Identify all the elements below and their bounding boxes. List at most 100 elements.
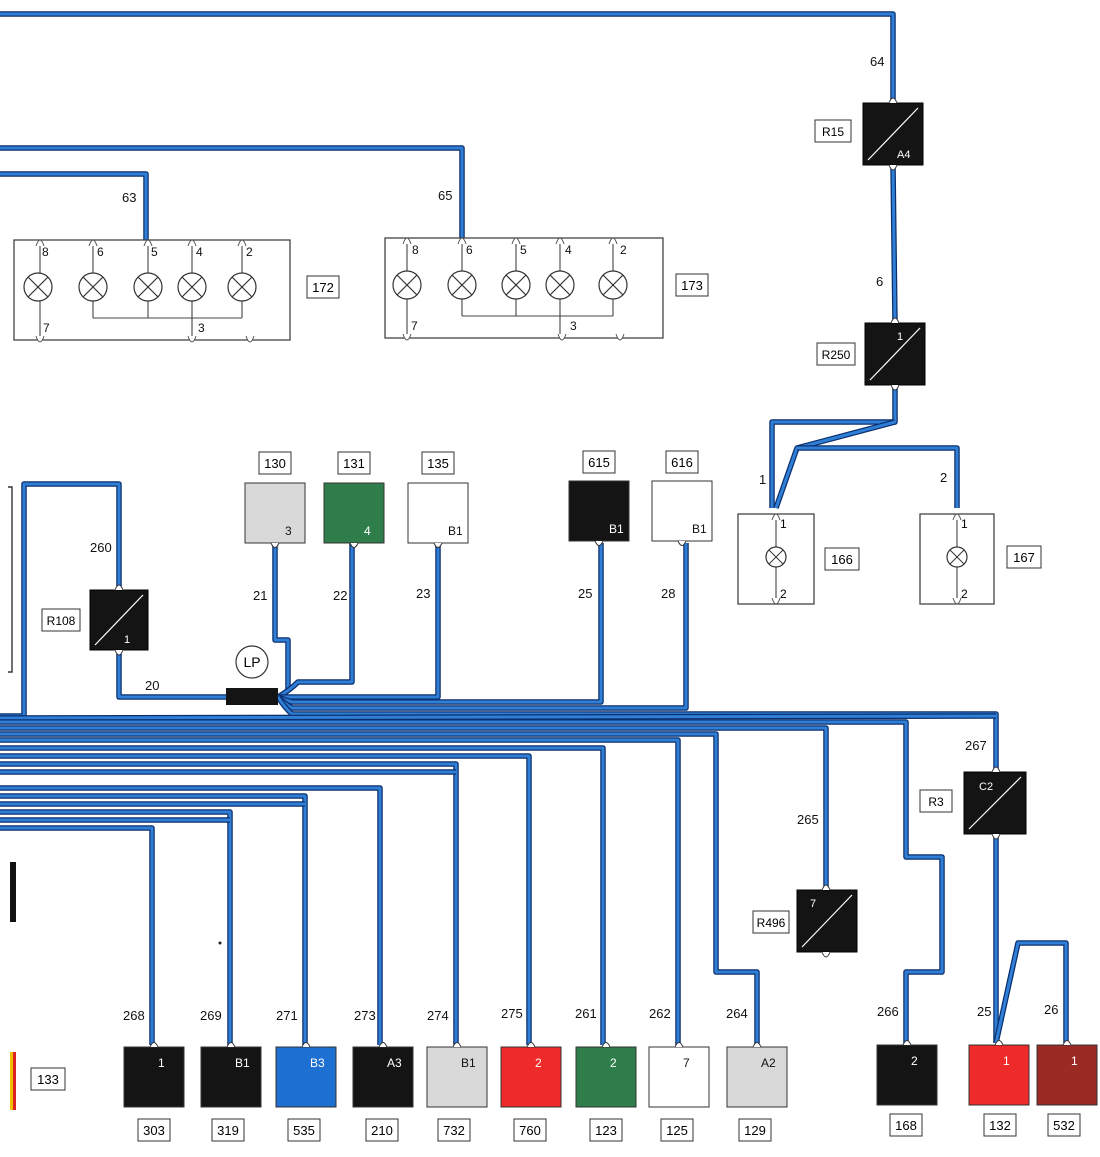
relay-r108: 1 R108 bbox=[41, 584, 149, 656]
splice-lp-label: LP bbox=[243, 654, 260, 670]
bottom-connector-535-pin: B3 bbox=[310, 1056, 325, 1070]
lamp-icon bbox=[227, 272, 257, 302]
bottom-connector-123-pin: 2 bbox=[610, 1056, 617, 1070]
lamp-173-pin-4: 4 bbox=[565, 243, 572, 257]
wire-label-265: 265 bbox=[797, 812, 819, 827]
relay-r15-contact: A4 bbox=[897, 149, 910, 161]
lamp-166: 1 2 166 bbox=[737, 513, 860, 605]
lamp-173-pin-6: 6 bbox=[466, 243, 473, 257]
top-connector-616-pin: B1 bbox=[692, 522, 707, 536]
top-connector-130-label: 130 bbox=[264, 456, 286, 471]
relay-r496-label: R496 bbox=[757, 916, 786, 930]
relay-r3: C2 R3 bbox=[919, 766, 1027, 840]
bottom-connector-125-label: 125 bbox=[666, 1123, 688, 1138]
wire bbox=[770, 385, 897, 508]
lamp-172-pin-2: 2 bbox=[246, 245, 253, 259]
bottom-connector-303: 1 303 bbox=[123, 1042, 185, 1142]
wire-label-264: 264 bbox=[726, 1006, 748, 1021]
wire-outline bbox=[0, 145, 465, 240]
wire-label-260: 260 bbox=[90, 540, 112, 555]
lamp-167: 1 2 167 bbox=[919, 513, 1042, 605]
wire-label-22: 22 bbox=[333, 588, 347, 603]
wire bbox=[278, 543, 440, 699]
lamp-icon bbox=[598, 270, 628, 300]
lamp-173-pin-3: 3 bbox=[570, 319, 577, 333]
wire bbox=[0, 738, 680, 1045]
wire-label-21: 21 bbox=[253, 588, 267, 603]
lamp-167-pin-top: 1 bbox=[961, 517, 968, 531]
wire-label-274: 274 bbox=[427, 1008, 449, 1023]
lamp-173-pin-8: 8 bbox=[412, 243, 419, 257]
wire bbox=[0, 726, 828, 890]
wire-label-262: 262 bbox=[649, 1006, 671, 1021]
bottom-connector-123-label: 123 bbox=[595, 1123, 617, 1138]
wire-outline bbox=[0, 171, 149, 240]
relay-r108-contact: 1 bbox=[124, 634, 130, 646]
top-connector-135-label: 135 bbox=[427, 456, 449, 471]
bottom-connector-535-label: 535 bbox=[293, 1123, 315, 1138]
bottom-connector-210-pin: A3 bbox=[387, 1056, 402, 1070]
bottom-connector-532-label: 532 bbox=[1053, 1118, 1075, 1133]
top-connector-135: B1 135 bbox=[407, 451, 469, 548]
wire bbox=[0, 146, 464, 240]
top-connector-130: 3 130 bbox=[244, 451, 306, 548]
top-connector-131-pin: 4 bbox=[364, 524, 371, 538]
wire bbox=[0, 732, 759, 1045]
bottom-connector-303-label: 303 bbox=[143, 1123, 165, 1138]
wire bbox=[0, 172, 148, 240]
bottom-connector-732-label: 732 bbox=[443, 1123, 465, 1138]
bottom-connector-303-pin: 1 bbox=[158, 1056, 165, 1070]
bottom-connector-732-pin: B1 bbox=[461, 1056, 476, 1070]
wire-outline bbox=[0, 753, 532, 1045]
wire-label-65: 65 bbox=[438, 188, 452, 203]
wire-label-2: 2 bbox=[940, 470, 947, 485]
bottom-connector-760-pin: 2 bbox=[535, 1056, 542, 1070]
wire-label-26: 26 bbox=[1044, 1002, 1058, 1017]
wire-label-28: 28 bbox=[661, 586, 675, 601]
bottom-connector-132-label: 132 bbox=[989, 1118, 1011, 1133]
top-connector-130-pin: 3 bbox=[285, 524, 292, 538]
wire-label-1: 1 bbox=[759, 472, 766, 487]
splice-lp: LP bbox=[226, 645, 278, 705]
lamp-167-label: 167 bbox=[1013, 550, 1035, 565]
wire bbox=[0, 746, 605, 1045]
edge-connector-label: 133 bbox=[37, 1072, 59, 1087]
wire-label-20: 20 bbox=[145, 678, 159, 693]
wire-label-6: 6 bbox=[876, 274, 883, 289]
wire bbox=[0, 826, 154, 1045]
wire-label-23: 23 bbox=[416, 586, 430, 601]
lamp-icon bbox=[23, 272, 53, 302]
top-connector-135-pin: B1 bbox=[448, 524, 463, 538]
bottom-connector-732: B1 732 bbox=[426, 1042, 488, 1142]
wire bbox=[0, 12, 895, 103]
wire-outline bbox=[797, 445, 960, 508]
wire-label-64: 64 bbox=[870, 54, 884, 69]
wire bbox=[0, 786, 382, 1045]
lamp-172-pin-3: 3 bbox=[198, 321, 205, 335]
lamp-166-pin-bottom: 2 bbox=[780, 587, 787, 601]
wire-label-261: 261 bbox=[575, 1006, 597, 1021]
bottom-connector-532-pin: 1 bbox=[1071, 1054, 1078, 1068]
wire bbox=[0, 762, 458, 1045]
relay-r496: 7 R496 bbox=[752, 884, 858, 958]
wire-outline bbox=[0, 11, 896, 103]
relay-r250-label: R250 bbox=[822, 348, 851, 362]
wire bbox=[797, 446, 959, 508]
top-connector-615-label: 615 bbox=[588, 455, 610, 470]
bottom-connector-319-label: 319 bbox=[217, 1123, 239, 1138]
wire-label-267: 267 bbox=[965, 738, 987, 753]
top-connector-615-pin: B1 bbox=[609, 522, 624, 536]
wire-label-275: 275 bbox=[501, 1006, 523, 1021]
lamp-166-label: 166 bbox=[831, 552, 853, 567]
left-margin-marks bbox=[8, 486, 222, 1110]
